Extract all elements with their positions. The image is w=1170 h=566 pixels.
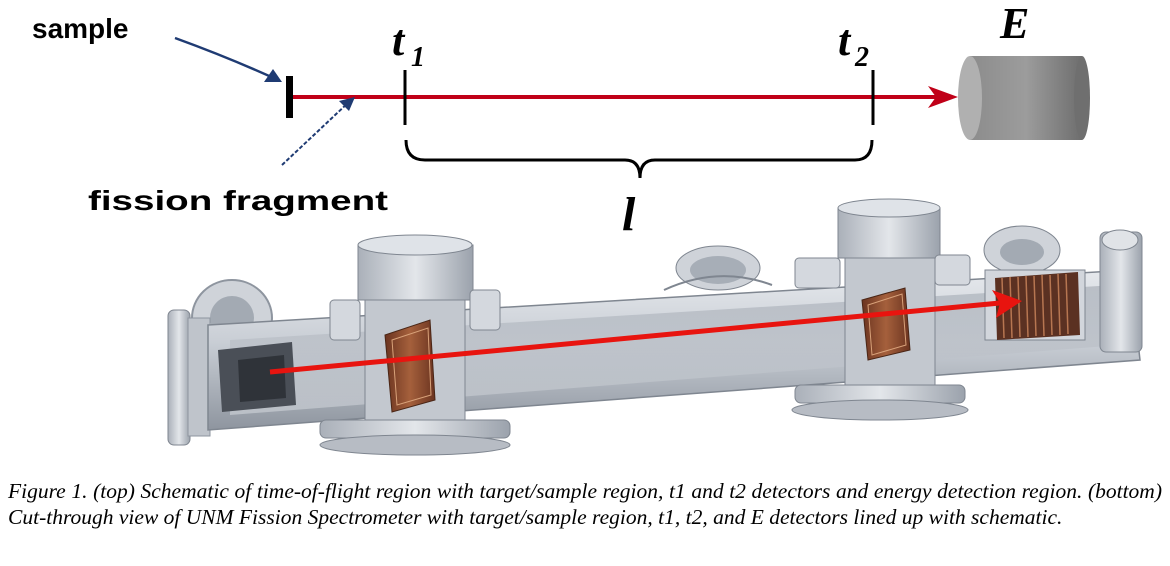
spectrometer-rendering xyxy=(167,198,1143,456)
flight-length-label: l xyxy=(622,188,636,241)
sample-label: sample xyxy=(32,13,129,44)
energy-detector xyxy=(958,56,1090,140)
length-bracket xyxy=(404,139,874,179)
energy-detector-chamber xyxy=(983,225,1143,353)
t1-cross-chamber xyxy=(319,234,511,456)
figure-caption: Figure 1. (top) Schematic of time-of-fli… xyxy=(8,479,1162,529)
detector-stack-lines xyxy=(1001,273,1069,339)
fission-fragment-label: fission fragment xyxy=(88,185,388,216)
target-chamber xyxy=(218,342,296,412)
t1-label: t 1 xyxy=(392,16,425,73)
flight-path-arrow xyxy=(269,290,1022,375)
t1-label-base: t xyxy=(392,16,406,65)
sample-pointer-arrow xyxy=(174,36,282,82)
t2-label-subscript: 2 xyxy=(854,42,869,73)
t2-cross-chamber xyxy=(791,198,971,421)
beam-arrowhead xyxy=(928,86,958,108)
t2-label: t 2 xyxy=(838,16,869,73)
t2-label-base: t xyxy=(838,16,852,65)
middle-port xyxy=(663,245,773,291)
t1-label-subscript: 1 xyxy=(411,42,425,73)
fragment-pointer-arrow xyxy=(281,97,355,166)
energy-label: E xyxy=(999,0,1029,48)
sample-marker xyxy=(286,76,293,118)
schematic: sample fission fragment t 1 t 2 E l xyxy=(32,0,1090,241)
